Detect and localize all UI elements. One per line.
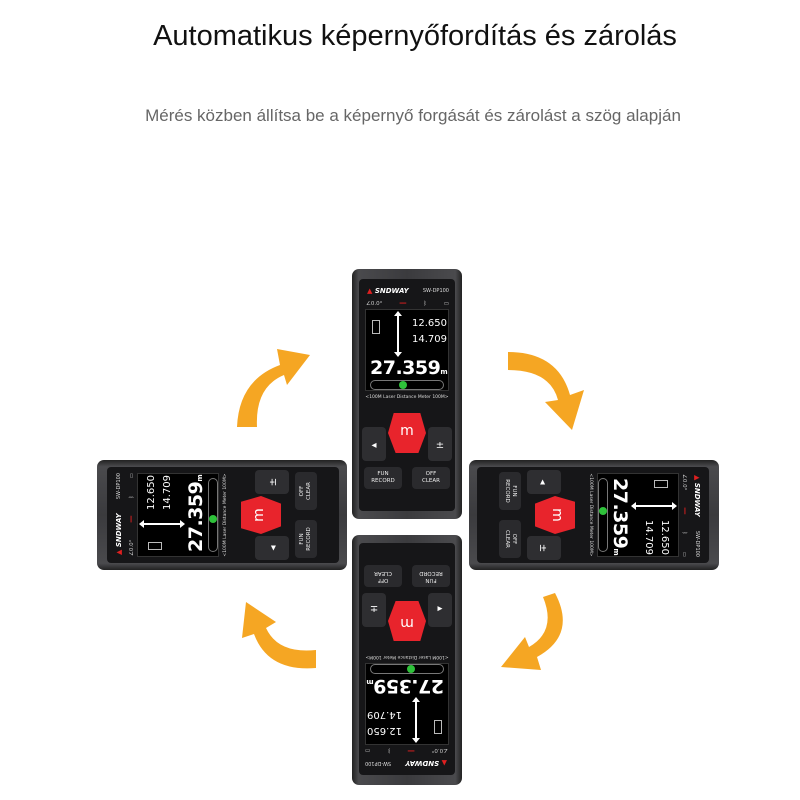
level-indicator: [407, 665, 415, 673]
plus-minus-button[interactable]: ±: [527, 536, 561, 560]
value-1: 12.650: [412, 318, 447, 329]
laser-icon: ━━: [399, 301, 407, 307]
display-screen: 12.650 14.709 27.359m: [137, 473, 219, 557]
status-row: ∠0.0° ━━ ᛒ ▭: [681, 474, 687, 557]
bluetooth-icon: ᛒ: [387, 747, 391, 753]
device-panel: ▲ SNDWAY SW-DP100 ∠0.0° ━━ ᛒ ▭ 12.650 14…: [477, 467, 709, 563]
arrow-top-right-icon: [508, 352, 584, 430]
device-description: <100M Laser Distance Meter 100M>: [223, 473, 228, 557]
level-indicator: [399, 381, 407, 389]
device-panel: ▲ SNDWAY SW-DP100 ∠0.0° ━━ ᛒ ▭ 12.650 14…: [107, 467, 339, 563]
value-2: 14.709: [162, 475, 173, 510]
brand-logo: ▲ SNDWAY: [405, 759, 447, 767]
measure-button[interactable]: m: [388, 601, 426, 641]
main-value: 27.359m: [185, 474, 207, 552]
plus-minus-button[interactable]: ±: [362, 593, 386, 627]
device-bottom: ▲ SNDWAY SW-DP100 ∠0.0° ━━ ᛒ ▭ 12.650 14…: [352, 535, 462, 785]
level-indicator: [599, 507, 607, 515]
status-row: ∠0.0° ━━ ᛒ ▭: [366, 301, 449, 307]
value-1: 12.650: [659, 520, 670, 555]
value-2: 14.709: [367, 709, 402, 720]
device-panel: ▲ SNDWAY SW-DP100 ∠0.0° ━━ ᛒ ▭ 12.650 14…: [359, 543, 455, 775]
model-label: SW-DP100: [422, 288, 449, 294]
display-screen: 12.650 14.709 27.359m: [365, 309, 449, 391]
page-title: Automatikus képernyőfordítás és zárolás: [153, 20, 677, 52]
level-bar: [208, 478, 218, 552]
value-2: 14.709: [643, 520, 654, 555]
measure-button[interactable]: m: [535, 496, 575, 534]
angle-readout: ∠0.0°: [129, 539, 135, 556]
reference-icon: [148, 542, 162, 550]
page-subtitle: Mérés közben állítsa be a képernyő forgá…: [145, 106, 681, 125]
bluetooth-icon: ᛒ: [423, 301, 427, 307]
double-arrow-icon: [394, 311, 402, 357]
level-bar: [370, 380, 444, 390]
model-label: SW-DP100: [116, 473, 122, 500]
battery-icon: ▭: [129, 473, 135, 479]
angle-readout: ∠0.0°: [681, 474, 687, 491]
battery-icon: ▭: [443, 301, 449, 307]
device-description: <100M Laser Distance Meter 100M>: [588, 473, 593, 557]
model-label: SW-DP100: [694, 530, 700, 557]
double-arrow-icon: [142, 523, 182, 525]
main-value: 27.359m: [370, 357, 448, 379]
bluetooth-icon: ᛒ: [681, 531, 687, 535]
reference-icon: [654, 480, 668, 488]
brand-logo: ▲ SNDWAY: [115, 513, 123, 555]
display-screen: 12.650 14.709 27.359m: [597, 473, 679, 557]
plus-minus-button[interactable]: ±: [255, 470, 289, 494]
arrow-top-left-icon: [237, 349, 310, 427]
double-arrow-icon: [634, 505, 674, 507]
reference-icon: [372, 320, 380, 334]
left-button[interactable]: ◂: [527, 470, 561, 494]
device-description: <100M Laser Distance Meter 100M>: [365, 395, 449, 400]
value-2: 14.709: [412, 334, 447, 345]
bluetooth-icon: ᛒ: [129, 495, 135, 499]
brand-logo: ▲ SNDWAY: [367, 287, 409, 295]
device-top: ▲ SNDWAY SW-DP100 ∠0.0° ━━ ᛒ ▭ 12.650 14…: [352, 269, 462, 519]
plus-minus-button[interactable]: ±: [428, 427, 452, 461]
angle-readout: ∠0.0°: [366, 301, 383, 307]
double-arrow-icon: [415, 700, 417, 740]
laser-icon: ━━: [407, 747, 415, 753]
level-bar: [370, 664, 444, 674]
device-left: ▲ SNDWAY SW-DP100 ∠0.0° ━━ ᛒ ▭ 12.650 14…: [97, 460, 347, 570]
left-button[interactable]: ◂: [255, 536, 289, 560]
arrow-bottom-left-icon: [242, 602, 316, 669]
angle-readout: ∠0.0°: [431, 747, 448, 753]
status-row: ∠0.0° ━━ ᛒ ▭: [129, 473, 135, 556]
status-row: ∠0.0° ━━ ᛒ ▭: [365, 747, 448, 753]
display-screen: 12.650 14.709 27.359m: [365, 663, 449, 745]
main-value: 27.359m: [609, 478, 631, 556]
reference-icon: [434, 720, 442, 734]
device-description: <100M Laser Distance Meter 100M>: [365, 654, 449, 659]
battery-icon: ▭: [365, 747, 371, 753]
brand-logo: ▲ SNDWAY: [693, 475, 701, 517]
device-panel: ▲ SNDWAY SW-DP100 ∠0.0° ━━ ᛒ ▭ 12.650 14…: [359, 279, 455, 511]
model-label: SW-DP100: [365, 760, 392, 766]
battery-icon: ▭: [681, 551, 687, 557]
measure-button[interactable]: m: [388, 413, 426, 453]
measure-button[interactable]: m: [241, 496, 281, 534]
left-button[interactable]: ◂: [428, 593, 452, 627]
level-bar: [598, 478, 608, 552]
level-indicator: [209, 515, 217, 523]
value-1: 12.650: [146, 475, 157, 510]
laser-icon: ━━: [129, 515, 135, 523]
laser-icon: ━━: [681, 507, 687, 515]
left-button[interactable]: ◂: [362, 427, 386, 461]
main-value: 27.359m: [366, 675, 444, 697]
arrow-bottom-right-icon: [501, 593, 563, 670]
value-1: 12.650: [367, 725, 402, 736]
device-right: ▲ SNDWAY SW-DP100 ∠0.0° ━━ ᛒ ▭ 12.650 14…: [469, 460, 719, 570]
